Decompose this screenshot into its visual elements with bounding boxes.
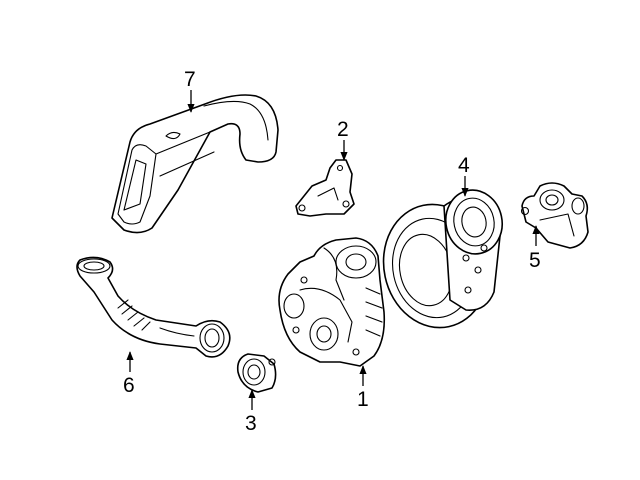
callout-1: 1 (357, 388, 369, 411)
callout-7: 7 (184, 68, 196, 91)
callout-4: 4 (458, 154, 470, 177)
callout-3: 3 (245, 412, 257, 435)
part-6-hose (76, 256, 231, 358)
part-1-pump (278, 237, 386, 367)
part-4-pulley (382, 189, 503, 329)
part-3-seal (236, 353, 277, 393)
callout-5: 5 (529, 249, 541, 272)
callout-2: 2 (337, 118, 349, 141)
part-2-bracket (295, 159, 355, 217)
callout-6: 6 (123, 374, 135, 397)
part-5-fitting (520, 182, 589, 249)
part-7-intake-duct (111, 94, 279, 234)
